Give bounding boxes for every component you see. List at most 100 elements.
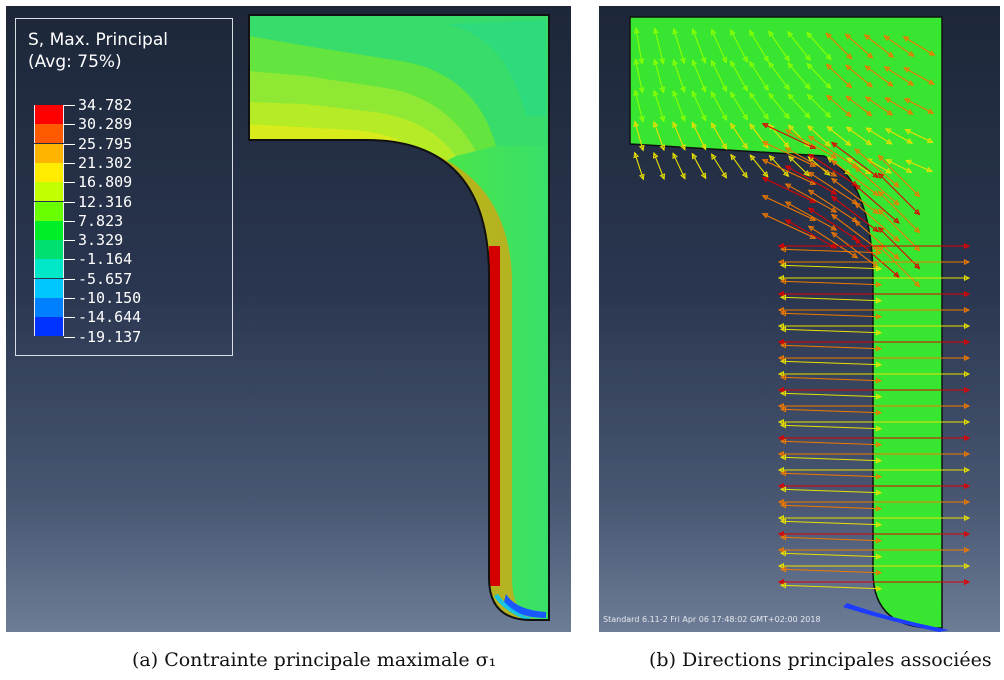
arrow-head xyxy=(807,225,815,232)
arrow-head xyxy=(742,56,748,63)
arrow-shaft xyxy=(730,92,748,120)
arrow-head xyxy=(768,154,776,162)
arrow-shaft xyxy=(762,195,816,221)
arrow-head xyxy=(652,151,659,159)
arrow-head xyxy=(779,406,787,413)
arrow-head xyxy=(777,419,785,425)
arrow-head xyxy=(761,123,769,129)
arrow-head xyxy=(963,291,971,297)
arrow-shaft xyxy=(635,28,643,64)
arrow-head xyxy=(691,28,698,35)
arrow-head xyxy=(864,65,872,72)
arrow-head xyxy=(777,547,785,553)
arrow-shaft xyxy=(808,189,858,223)
arrow-head xyxy=(784,183,792,189)
arrow-head xyxy=(777,307,785,313)
arrow-shaft xyxy=(785,165,837,195)
arrow-head xyxy=(749,29,755,37)
arrow-head xyxy=(963,275,971,281)
arrow-head xyxy=(846,157,854,164)
arrow-head xyxy=(730,122,736,130)
arrow-head xyxy=(638,173,645,181)
arrow-head xyxy=(928,79,935,85)
arrow-head xyxy=(844,33,852,40)
arrow-head xyxy=(844,64,852,71)
arrow-head xyxy=(875,297,883,304)
arrow-head xyxy=(872,244,880,251)
arrow-head xyxy=(854,238,861,245)
arrow-head xyxy=(652,120,659,128)
arrow-shaft xyxy=(831,214,879,250)
arrow-head xyxy=(809,215,817,221)
arrow-head xyxy=(963,419,971,425)
arrow-shaft xyxy=(903,67,935,85)
arrow-head xyxy=(883,66,891,73)
arrow-head xyxy=(784,165,792,171)
arrow-head xyxy=(652,89,659,97)
arrow-head xyxy=(633,151,640,159)
arrow-shaft xyxy=(878,155,920,197)
legend-swatch xyxy=(34,143,64,163)
arrow-shaft xyxy=(878,245,920,287)
legend-level-label: 34.782 xyxy=(78,96,133,114)
arrow-head xyxy=(963,259,971,265)
arrow-head xyxy=(779,390,787,397)
arrow-head xyxy=(804,112,811,119)
arrow-head xyxy=(779,262,787,269)
arrow-shaft xyxy=(808,135,858,169)
arrow-head xyxy=(761,195,769,201)
arrow-shaft xyxy=(807,94,831,118)
arrow-head xyxy=(768,92,775,100)
legend-swatch xyxy=(34,259,64,279)
arrow-shaft xyxy=(691,60,707,92)
arrow-head xyxy=(779,422,787,429)
arrow-head xyxy=(777,515,785,521)
arrow-shaft xyxy=(711,29,727,63)
arrow-head xyxy=(963,323,971,329)
arrow-shaft xyxy=(781,472,881,478)
arrow-shaft xyxy=(864,65,894,87)
arrow-shaft xyxy=(854,148,900,188)
arrow-head xyxy=(825,63,833,70)
arrow-head xyxy=(788,155,795,162)
legend-tick xyxy=(64,317,75,319)
arrow-head xyxy=(877,154,885,162)
arrow-head xyxy=(926,166,933,173)
arrow-head xyxy=(721,56,728,64)
arrow-head xyxy=(905,167,913,173)
arrow-head xyxy=(761,177,769,183)
arrow-head xyxy=(875,441,883,448)
arrow-head xyxy=(893,235,900,242)
arrow-shaft xyxy=(634,59,644,93)
arrow-head xyxy=(906,138,914,144)
arrow-head xyxy=(830,171,838,177)
arrow-head xyxy=(730,29,736,36)
arrow-head xyxy=(742,113,748,121)
arrow-shaft xyxy=(787,31,811,61)
arrow-head xyxy=(824,140,831,147)
arrow-head xyxy=(875,505,883,512)
arrow-head xyxy=(963,435,971,441)
arrow-head xyxy=(633,120,640,128)
arrow-head xyxy=(872,190,880,197)
arrow-shaft xyxy=(781,552,881,558)
arrow-head xyxy=(761,159,769,165)
arrow-head xyxy=(913,262,921,270)
arrow-shaft xyxy=(711,60,727,92)
arrow-shaft xyxy=(781,264,881,270)
arrow-shaft xyxy=(634,90,644,122)
arrow-head xyxy=(659,115,666,123)
arrow-shaft xyxy=(749,30,769,62)
arrow-head xyxy=(679,57,686,65)
vector-plot-viewport[interactable]: Standard 6.11-2 Fri Apr 06 17:48:02 GMT+… xyxy=(599,6,1000,632)
arrow-shaft xyxy=(831,142,879,178)
arrow-head xyxy=(633,27,640,34)
arrow-head xyxy=(700,57,707,64)
arrow-shaft xyxy=(781,248,881,254)
arrow-head xyxy=(851,252,859,259)
arrow-head xyxy=(875,489,883,496)
arrow-shaft xyxy=(692,28,706,64)
legend-swatch xyxy=(34,162,64,182)
